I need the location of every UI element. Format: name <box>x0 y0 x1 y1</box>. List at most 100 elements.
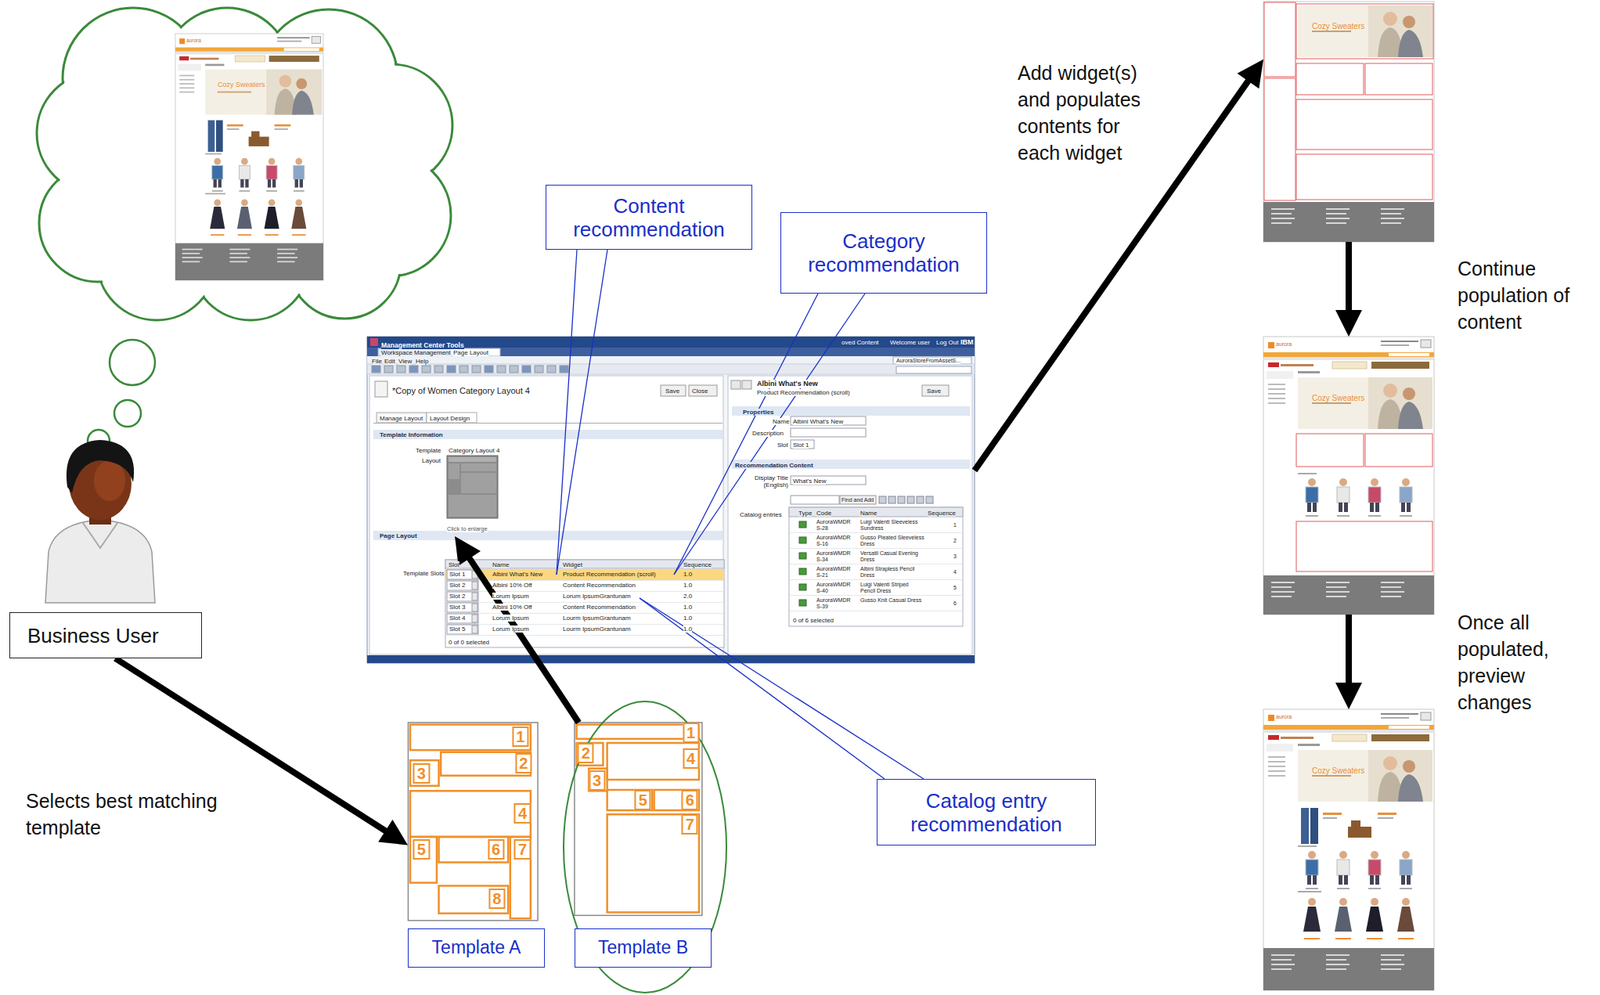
node-text: Template B <box>574 928 712 968</box>
template-slot <box>410 836 437 883</box>
label-holder: 5 <box>953 584 957 591</box>
model-head <box>1308 897 1316 906</box>
table-header <box>445 559 725 569</box>
callout-box: Content recommendation <box>545 184 753 250</box>
page-block <box>1326 586 1347 588</box>
page-block <box>1297 371 1320 374</box>
label-holder: 2 <box>953 537 957 545</box>
page-block <box>1305 887 1319 890</box>
page-block <box>218 179 222 188</box>
label-text: 1 <box>953 522 957 529</box>
label-holder: Albini What's New <box>756 379 819 389</box>
page-block <box>1307 502 1312 512</box>
layout-thumbnail: Click to enlarge <box>445 454 509 537</box>
toolbar-icon <box>459 365 469 373</box>
footer <box>1263 201 1435 242</box>
label-holder: Cozy Sweaters <box>217 80 266 89</box>
page-block <box>266 190 278 192</box>
label-text: Layout <box>421 457 441 465</box>
person-body <box>1398 401 1424 429</box>
label-holder: Content Recommendation <box>562 603 636 611</box>
label-text: Content Recommendation <box>562 603 636 611</box>
label-holder: Name <box>860 509 877 517</box>
page-block <box>182 248 203 251</box>
page-block <box>1268 760 1286 763</box>
tab <box>450 348 501 357</box>
label-holder: Help <box>415 357 429 365</box>
model-head <box>295 158 303 166</box>
slot-dropdown <box>790 439 815 449</box>
nav-bar <box>1263 352 1435 357</box>
page-block <box>1380 968 1402 970</box>
row-rule <box>445 623 725 626</box>
label-holder: 1.0 <box>683 625 692 633</box>
person-head <box>1383 756 1398 771</box>
label-text: Slot <box>448 561 460 569</box>
page-block <box>1268 765 1286 768</box>
person-head <box>1402 760 1416 773</box>
edge-label: Continue population of content <box>1457 255 1593 336</box>
tool-icon <box>897 496 905 504</box>
page-block <box>264 234 278 236</box>
page-block <box>1326 581 1350 584</box>
label-holder: Category Layout 4 <box>448 446 500 455</box>
logo-mark <box>1268 714 1275 721</box>
page-block <box>1271 222 1292 224</box>
label-holder: Add widget(s) and populates contents for… <box>1017 59 1159 166</box>
template-slot <box>654 789 700 811</box>
page-block <box>1326 217 1350 220</box>
slot-outline <box>1296 63 1364 95</box>
label-text: *Copy of Women Category Layout 4 <box>392 385 530 397</box>
page-block <box>1399 887 1413 890</box>
label-text: Product Recommendation (scroll) <box>562 570 656 578</box>
search-box <box>896 366 972 374</box>
rule <box>373 422 723 424</box>
button <box>922 385 949 397</box>
arrowhead <box>1237 59 1264 90</box>
page-block <box>1297 743 1320 746</box>
toolbar-icon <box>497 365 506 373</box>
row-rule <box>789 547 963 550</box>
person-head <box>295 78 307 90</box>
page-block <box>1280 736 1314 739</box>
person-body <box>1398 774 1424 802</box>
label-holder: 7 <box>514 839 531 860</box>
panel <box>448 463 460 480</box>
label-holder: Selects best matching template <box>25 787 261 841</box>
label-holder: Luigi Valenti Striped Pencil Dress <box>860 581 925 595</box>
label-text: 0 of 0 selected <box>448 638 490 646</box>
page-block <box>1326 595 1347 598</box>
label-text: Page Layout <box>453 349 489 357</box>
label-holder: aurora <box>1275 713 1292 721</box>
row-rule <box>445 634 725 637</box>
page-block <box>1326 968 1347 970</box>
model-head <box>1339 850 1348 859</box>
page-block <box>1369 875 1374 885</box>
shoe <box>251 131 260 139</box>
table <box>445 559 725 648</box>
label-holder: Type <box>798 509 812 517</box>
page-block <box>1268 383 1286 386</box>
slot-outline <box>1296 154 1433 200</box>
page-block <box>1297 845 1317 847</box>
label-holder: Template Information <box>379 431 444 439</box>
slot-outline <box>1365 433 1433 467</box>
page-block <box>1380 963 1405 966</box>
label-holder: Name <box>492 561 509 569</box>
callout-number: 5 <box>413 839 430 860</box>
label-text: 1.0 <box>683 614 692 622</box>
label-text: aurora <box>1275 713 1292 721</box>
label-text: Albini 10% Off <box>492 581 533 589</box>
entry-icon <box>799 583 807 591</box>
model-head <box>213 198 221 206</box>
arrowhead <box>1335 682 1363 710</box>
label-holder: 1 <box>511 726 529 747</box>
page-block <box>277 40 302 43</box>
label-text: Help <box>415 357 429 365</box>
page-block <box>182 260 201 263</box>
label-holder: 2.0 <box>683 592 692 600</box>
label-text: Catalog entries <box>739 511 782 519</box>
callout-number: 6 <box>681 789 699 811</box>
nav-bar <box>175 47 324 52</box>
label-holder: 4 <box>953 569 957 576</box>
